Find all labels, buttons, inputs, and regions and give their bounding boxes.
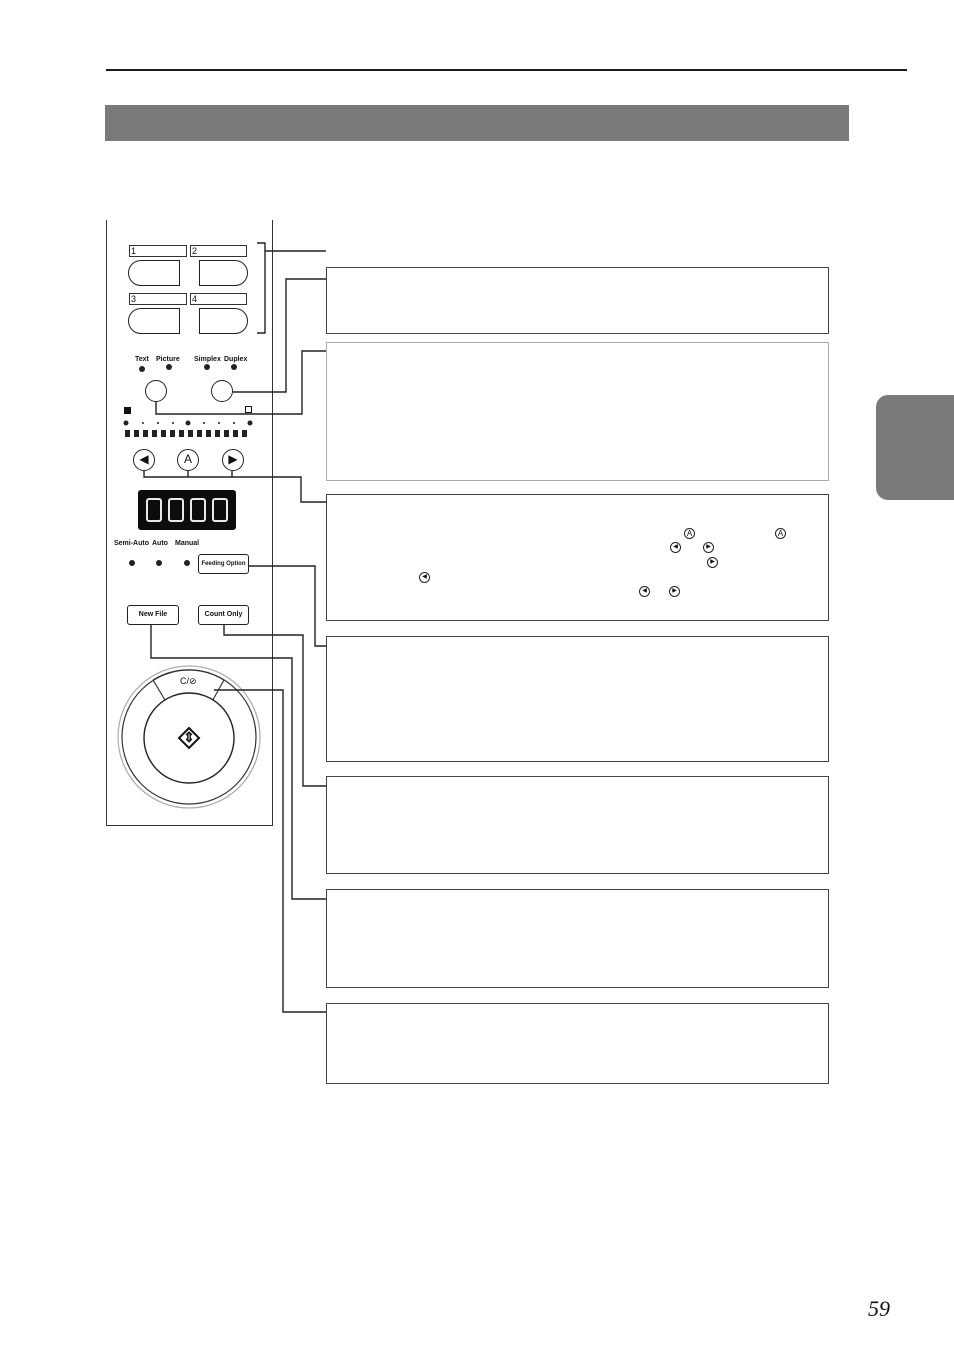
slot-1-button[interactable] bbox=[128, 260, 180, 286]
picture-mode-label: Picture bbox=[156, 356, 180, 363]
start-button[interactable]: ⇕ bbox=[182, 726, 196, 748]
text-mode-label: Text bbox=[135, 356, 149, 363]
duplex-mode-button[interactable] bbox=[211, 380, 233, 402]
auto-button[interactable]: A bbox=[177, 449, 199, 471]
left-arrow-button[interactable]: ◀ bbox=[133, 449, 155, 471]
slot-2-number: 2 bbox=[192, 246, 198, 256]
seven-segment-digits bbox=[146, 498, 228, 522]
counter-display bbox=[138, 490, 236, 530]
left-arrow-icon: ◀ bbox=[419, 572, 430, 583]
page-number: 59 bbox=[868, 1296, 890, 1321]
slot-4-number: 4 bbox=[192, 294, 198, 304]
light-density-icon bbox=[245, 406, 252, 413]
callout-box-4 bbox=[326, 636, 829, 762]
callout-box-2 bbox=[326, 342, 829, 481]
semi-auto-led bbox=[129, 560, 135, 566]
semi-auto-label: Semi-Auto bbox=[114, 540, 149, 547]
right-arrow-icon: ▶ bbox=[707, 557, 718, 568]
left-arrow-icon: ◀ bbox=[670, 542, 681, 553]
start-icon: ⇕ bbox=[183, 729, 195, 745]
slot-3-button[interactable] bbox=[128, 308, 180, 334]
top-rule bbox=[106, 69, 907, 71]
section-header-bar bbox=[105, 105, 849, 141]
duplex-led bbox=[231, 364, 237, 370]
right-arrow-icon: ▶ bbox=[669, 586, 680, 597]
slot-2-label: 2 bbox=[190, 245, 247, 257]
new-file-button[interactable]: New File bbox=[127, 605, 179, 625]
slot-4-label: 4 bbox=[190, 293, 247, 305]
simplex-led bbox=[204, 364, 210, 370]
manual-led bbox=[184, 560, 190, 566]
count-only-button[interactable]: Count Only bbox=[198, 605, 249, 625]
auto-feed-led bbox=[156, 560, 162, 566]
callout-box-7 bbox=[326, 1003, 829, 1084]
feeding-option-button[interactable]: Feeding Option bbox=[198, 554, 249, 574]
dark-density-icon bbox=[124, 407, 131, 414]
slot-3-label: 3 bbox=[129, 293, 187, 305]
callout-box-3: A A ◀ ▶ ▶ ◀ ◀ ▶ bbox=[326, 494, 829, 621]
callout-box-6 bbox=[326, 889, 829, 988]
right-arrow-icon: ▶ bbox=[228, 452, 238, 466]
picture-led bbox=[166, 364, 172, 370]
slot-3-number: 3 bbox=[131, 294, 137, 304]
a-icon: A bbox=[775, 528, 786, 539]
a-icon: A bbox=[684, 528, 695, 539]
left-arrow-icon: ◀ bbox=[139, 452, 149, 466]
callout-box-1 bbox=[326, 267, 829, 334]
left-arrow-icon: ◀ bbox=[639, 586, 650, 597]
right-arrow-icon: ▶ bbox=[703, 542, 714, 553]
slot-4-button[interactable] bbox=[199, 308, 248, 334]
chapter-tab bbox=[876, 395, 954, 500]
auto-icon: A bbox=[183, 452, 192, 466]
right-arrow-button[interactable]: ▶ bbox=[222, 449, 244, 471]
simplex-label: Simplex bbox=[194, 356, 221, 363]
duplex-label: Duplex bbox=[224, 356, 248, 363]
slot-2-button[interactable] bbox=[199, 260, 248, 286]
image-mode-button[interactable] bbox=[145, 380, 167, 402]
callout-box-5 bbox=[326, 776, 829, 874]
slot-1-number: 1 bbox=[131, 246, 137, 256]
text-led bbox=[139, 366, 145, 372]
manual-label: Manual bbox=[175, 540, 200, 547]
slot-1-label: 1 bbox=[129, 245, 187, 257]
clear-stop-button[interactable]: C/⊘ bbox=[180, 676, 197, 686]
auto-feed-label: Auto bbox=[152, 540, 168, 547]
